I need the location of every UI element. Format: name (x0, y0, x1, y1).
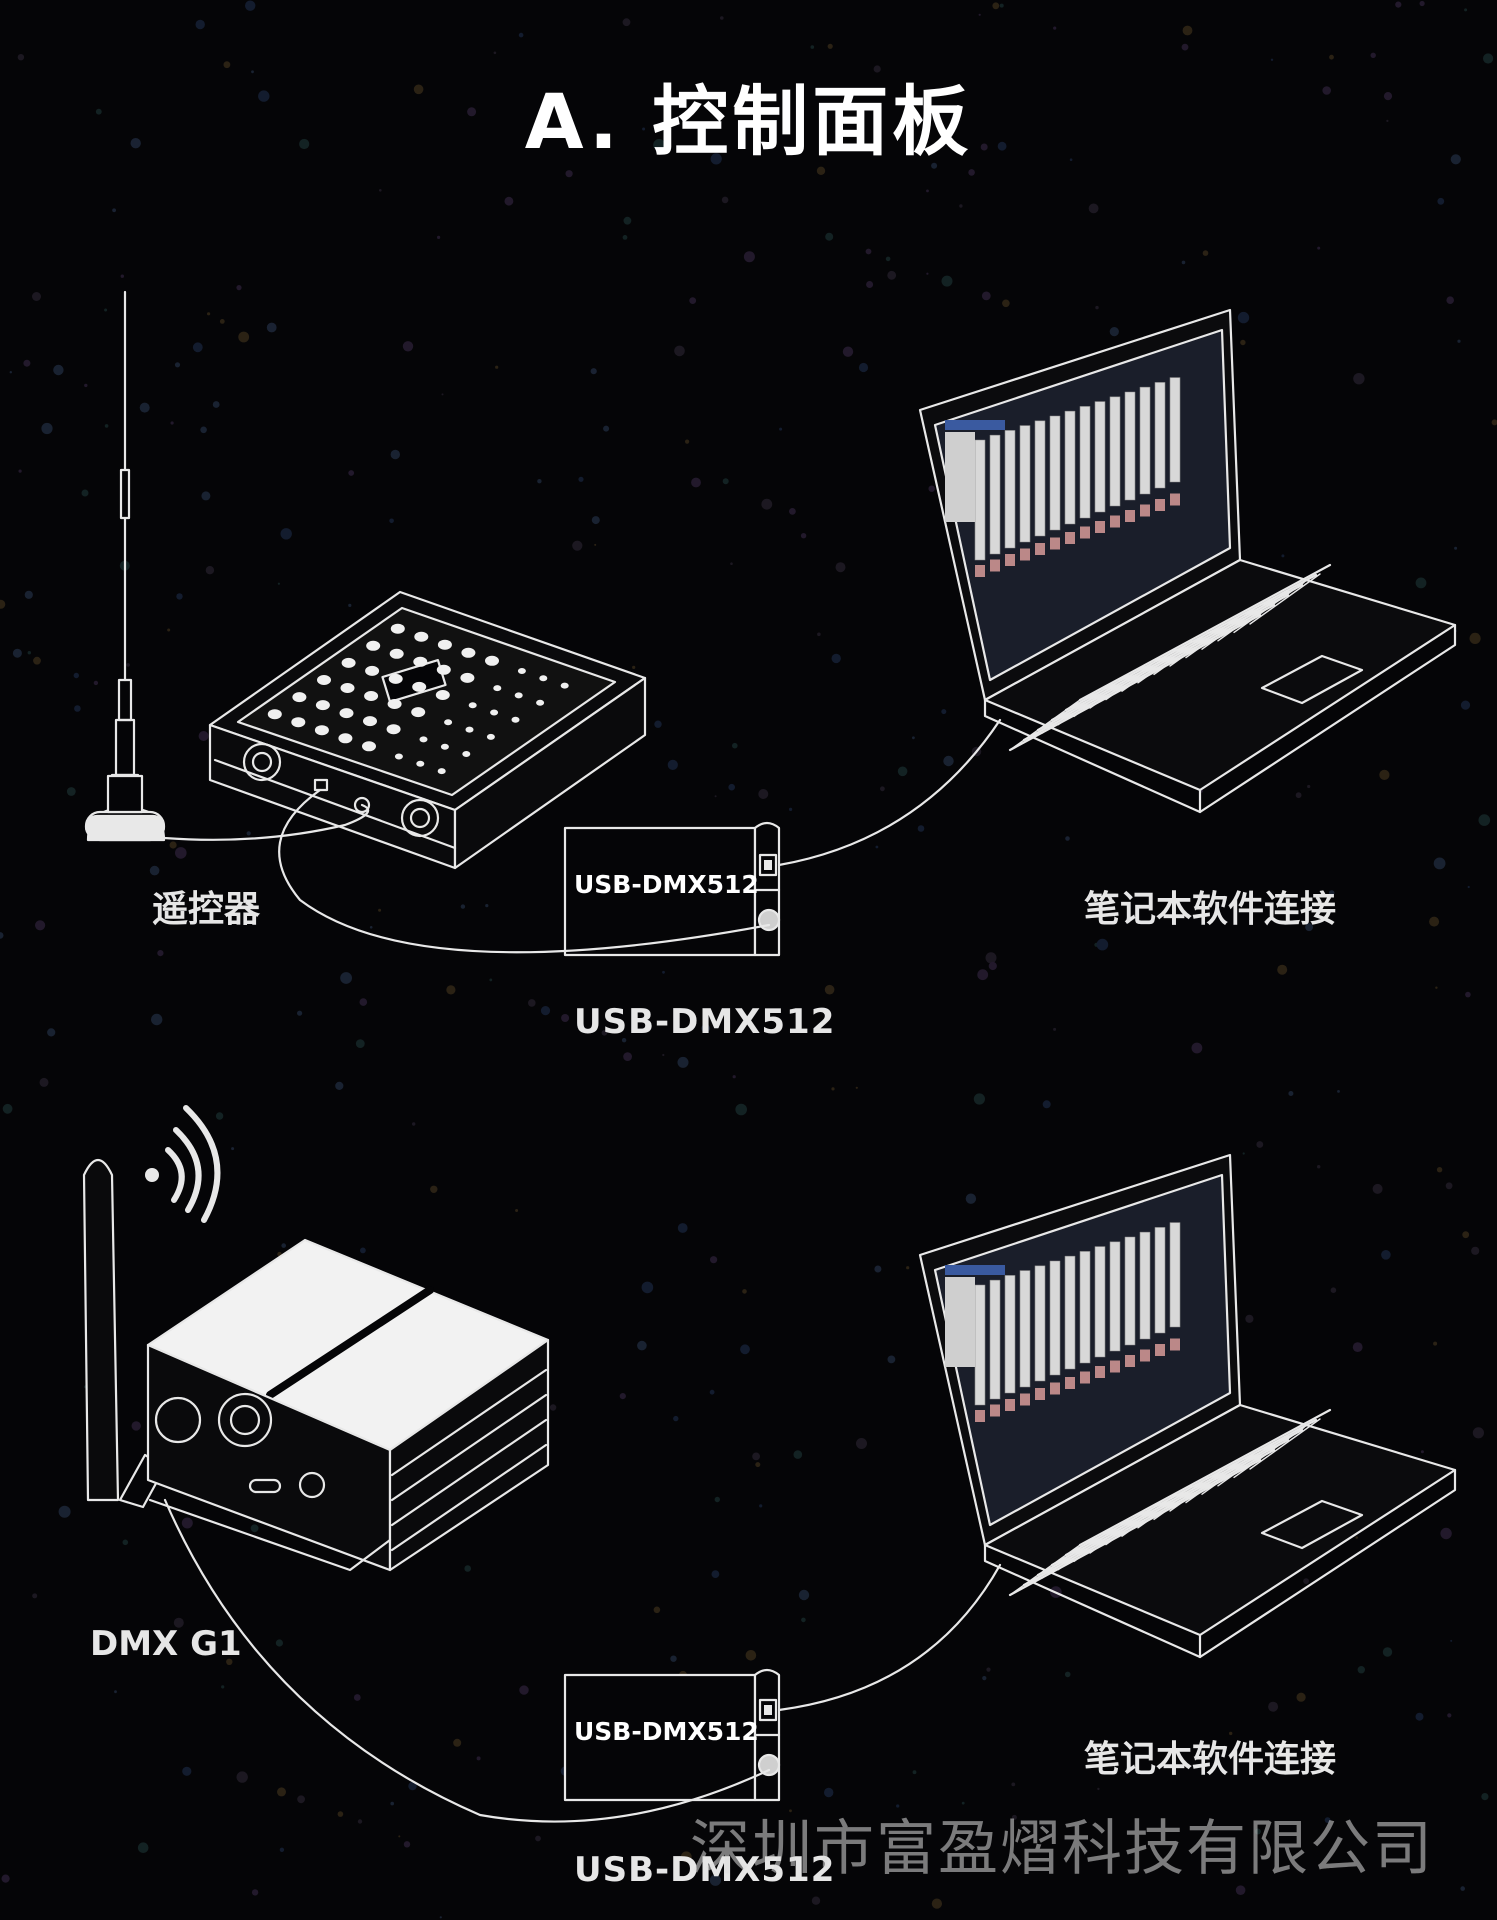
usb-box-text-bottom: USB-DMX512 (574, 1717, 759, 1746)
laptop-bottom (918, 1153, 1457, 1659)
cable-transmitter-to-usb (163, 1498, 771, 1823)
cable-panel-to-usb (278, 788, 771, 954)
page-title: A. 控制面板 (524, 77, 973, 166)
usb-box-text-top: USB-DMX512 (574, 870, 759, 899)
cable-antenna-to-panel (162, 803, 370, 841)
wifi-signal-icon (145, 1105, 221, 1223)
usb-dmx512-box-top (563, 821, 781, 957)
label-remote: 遥控器 (152, 889, 261, 930)
dmx-controller-panel (208, 590, 647, 870)
label-usb-bottom: USB-DMX512 (574, 1850, 836, 1890)
label-laptop-top: 笔记本软件连接 (1084, 889, 1337, 930)
laptop-top (918, 308, 1457, 814)
label-laptop-bottom: 笔记本软件连接 (1084, 1739, 1337, 1780)
dmx-g1-transmitter (146, 1238, 550, 1572)
telescopic-antenna (84, 290, 166, 842)
usb-dmx512-box-bottom (563, 1668, 781, 1802)
cable-usb-to-laptop (777, 718, 1002, 867)
label-usb-top: USB-DMX512 (574, 1002, 836, 1042)
company-watermark: 深圳市富盈熠科技有限公司 (690, 1814, 1434, 1884)
label-dmx-g1: DMX G1 (90, 1624, 242, 1664)
cable-usb-to-laptop-bottom (777, 1563, 1002, 1712)
rubber-duck-antenna (82, 1158, 167, 1509)
